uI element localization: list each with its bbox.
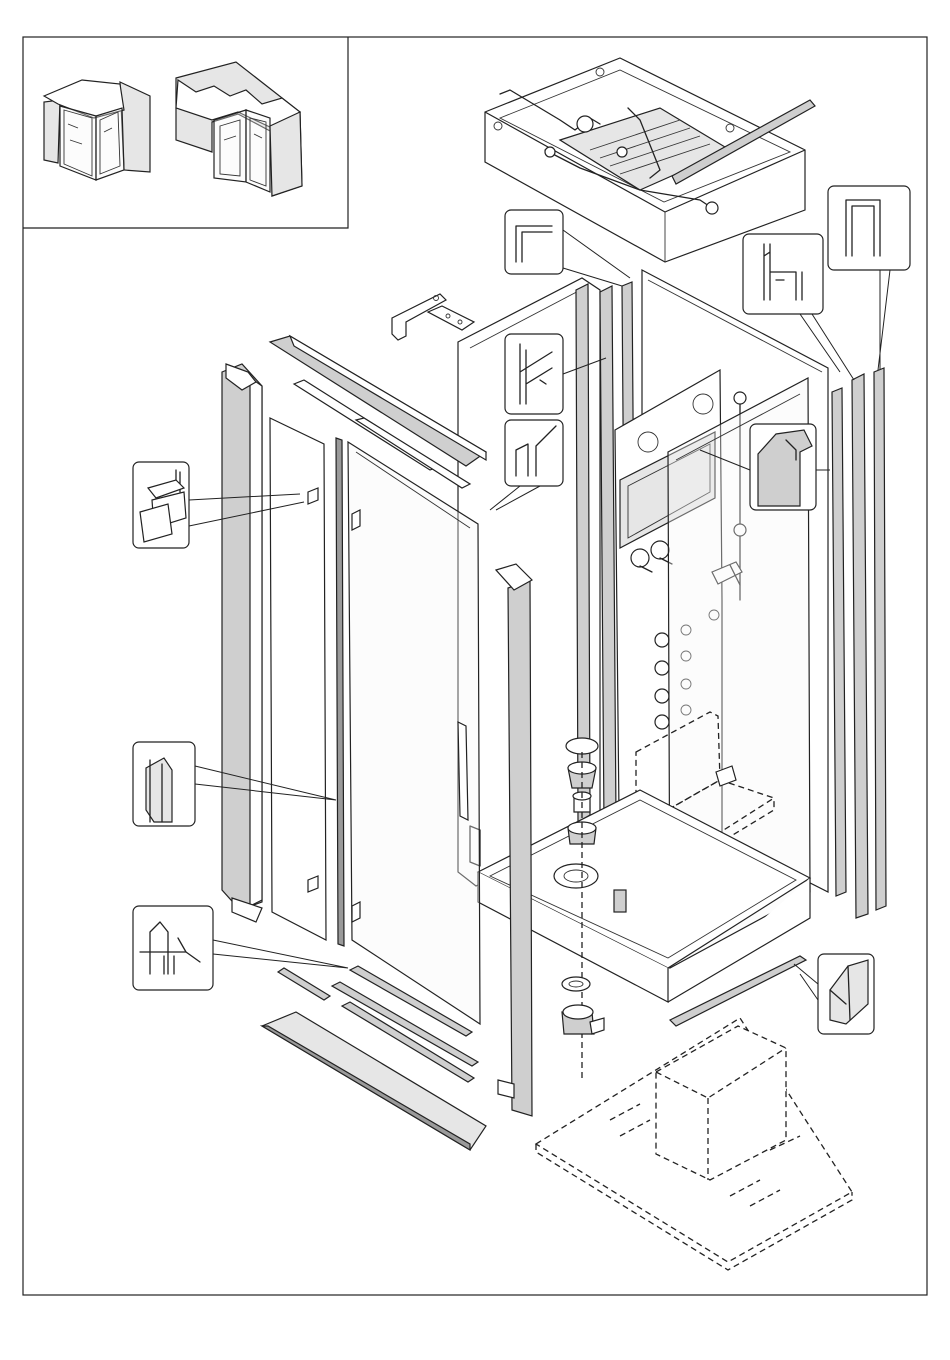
corner-cabin-icon <box>44 80 150 180</box>
right-side-seals <box>832 368 886 918</box>
left-wall-profile <box>222 364 262 922</box>
left-fixed-glass <box>270 418 326 940</box>
tray-front-profile <box>670 956 806 1026</box>
inset-views-panel <box>23 37 348 228</box>
packaging-pallet <box>536 1018 852 1270</box>
wall-recess-cabin-icon <box>176 62 302 196</box>
threshold-profile-callout <box>794 954 874 1034</box>
u-channel-callout <box>828 186 910 370</box>
door-glass-panel <box>348 442 480 1024</box>
vertical-seal-strip <box>336 438 344 946</box>
hinge-brackets <box>392 294 474 340</box>
